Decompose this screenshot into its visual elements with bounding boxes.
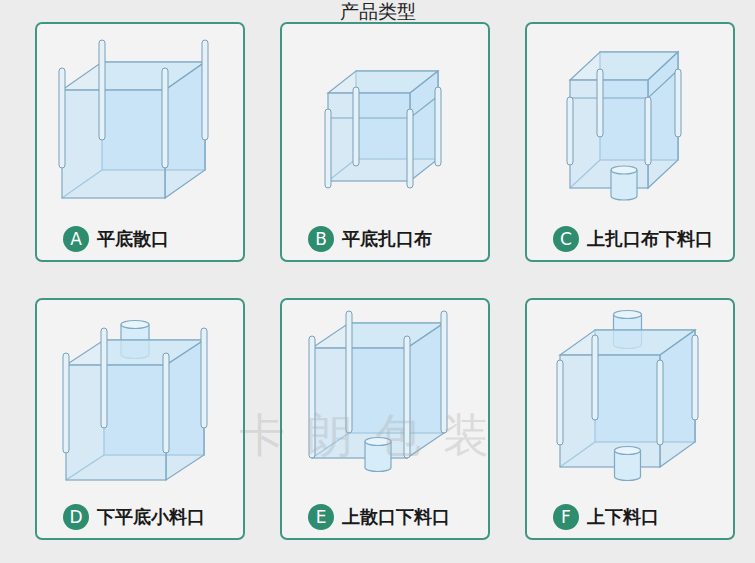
lifting-loop bbox=[557, 360, 563, 445]
badge-letter: D bbox=[69, 507, 82, 527]
bag-side bbox=[165, 62, 205, 198]
lifting-loop bbox=[407, 109, 413, 188]
bag-side bbox=[648, 52, 678, 188]
card-ground bbox=[526, 23, 734, 261]
badge-letter: A bbox=[70, 229, 82, 249]
letter-badge: A bbox=[63, 226, 89, 252]
lifting-loop bbox=[163, 353, 169, 453]
lifting-loop bbox=[435, 87, 441, 166]
lifting-loop bbox=[675, 69, 681, 137]
lifting-loop bbox=[99, 40, 105, 140]
lifting-loop bbox=[597, 69, 603, 137]
badge-letter: F bbox=[561, 507, 571, 527]
bag-side bbox=[166, 340, 204, 480]
badge-letter: E bbox=[316, 507, 327, 527]
letter-badge: F bbox=[553, 504, 579, 530]
letter-badge: D bbox=[63, 504, 89, 530]
lifting-loop bbox=[353, 87, 359, 166]
spout bbox=[611, 166, 637, 174]
lifting-loop bbox=[567, 97, 573, 165]
product-type-label: 平底散口 bbox=[97, 226, 169, 252]
lifting-loop bbox=[657, 360, 663, 445]
page-title: 产品类型 bbox=[0, 0, 755, 22]
card-ground bbox=[526, 299, 734, 539]
product-card: 上扎口布下料口 C bbox=[525, 22, 735, 262]
lifting-loop bbox=[325, 109, 331, 188]
badge-letter: C bbox=[560, 229, 572, 249]
product-card: 下平底小料口 D bbox=[35, 298, 245, 540]
bag-side bbox=[660, 330, 695, 467]
lifting-loop bbox=[101, 328, 107, 428]
skirt-line bbox=[570, 70, 678, 98]
letter-badge: E bbox=[308, 504, 334, 530]
skirt-line bbox=[328, 96, 438, 118]
bag-front bbox=[62, 90, 165, 198]
spout bbox=[615, 447, 641, 455]
product-card: 上散口下料口 E bbox=[280, 298, 490, 540]
bag-side bbox=[410, 71, 438, 181]
product-card: 平底散口 A bbox=[35, 22, 245, 262]
card-ground bbox=[281, 23, 489, 261]
lifting-loop bbox=[645, 97, 651, 165]
badge-letter: B bbox=[315, 229, 327, 249]
lifting-loop bbox=[201, 328, 207, 428]
product-type-label: 上散口下料口 bbox=[342, 504, 450, 530]
card-ground bbox=[36, 23, 244, 261]
letter-badge: B bbox=[308, 226, 334, 252]
bag-front bbox=[328, 93, 410, 181]
product-type-label: 平底扎口布 bbox=[342, 226, 432, 252]
lifting-loop bbox=[202, 40, 208, 140]
lifting-loop bbox=[59, 68, 65, 168]
bag-front bbox=[570, 80, 648, 188]
product-card: 上下料口 F bbox=[525, 298, 735, 540]
product-type-label: 上下料口 bbox=[587, 504, 659, 530]
lifting-loop bbox=[692, 335, 698, 420]
product-type-label: 下平底小料口 bbox=[97, 504, 205, 530]
watermark: 卡朗包装 bbox=[230, 405, 520, 467]
bag-front bbox=[66, 365, 166, 480]
spout bbox=[614, 311, 642, 319]
lifting-loop bbox=[592, 335, 598, 420]
spout bbox=[121, 321, 149, 329]
lifting-loop bbox=[63, 353, 69, 453]
product-card: 平底扎口布 B bbox=[280, 22, 490, 262]
bag-front bbox=[560, 355, 660, 467]
lifting-loop bbox=[162, 68, 168, 168]
card-ground bbox=[36, 299, 244, 539]
product-type-label: 上扎口布下料口 bbox=[587, 226, 713, 252]
letter-badge: C bbox=[553, 226, 579, 252]
